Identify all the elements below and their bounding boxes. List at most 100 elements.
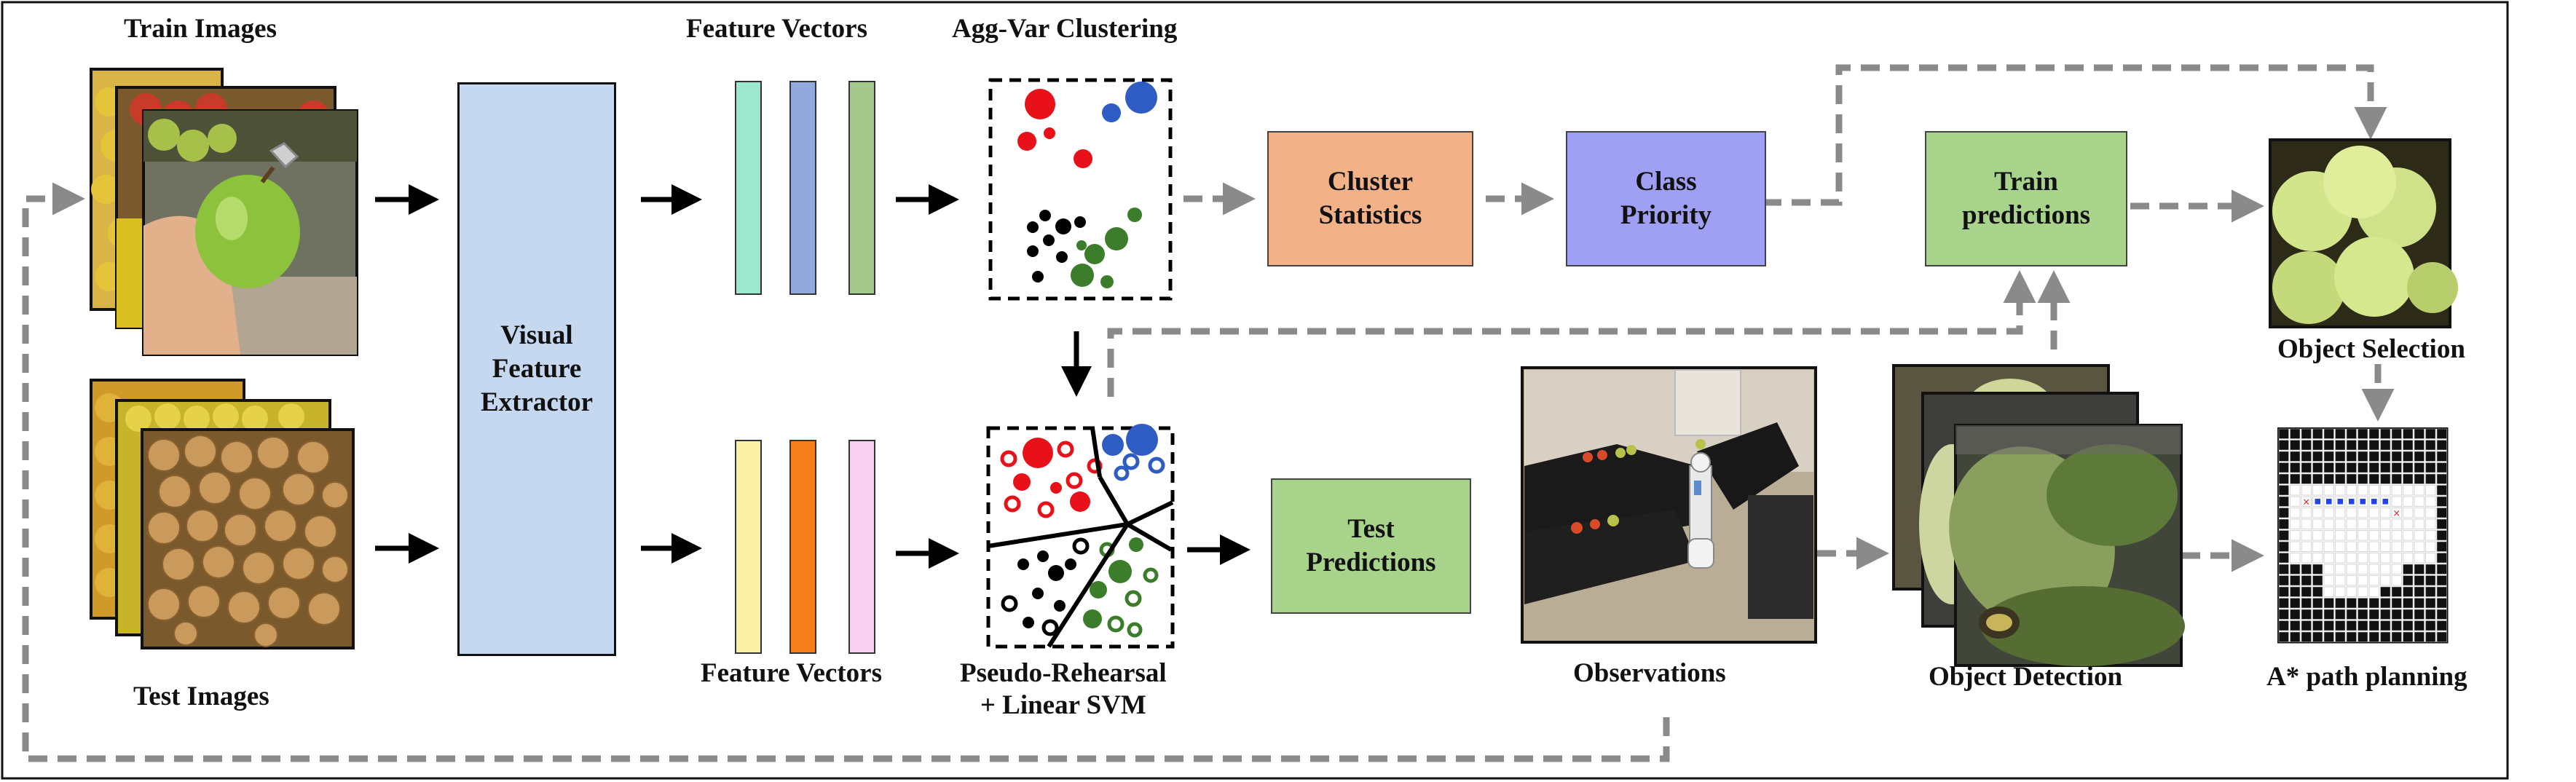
- grid-obstacle-cell: [2346, 620, 2357, 631]
- grid-free-cell: [2391, 485, 2402, 496]
- test-images-label: Test Images: [133, 682, 269, 711]
- grid-obstacle-cell: [2436, 620, 2447, 631]
- grid-obstacle-cell: [2312, 462, 2323, 473]
- train-predictions-box: Train predictions: [1925, 131, 2127, 266]
- grid-free-cell: [2346, 530, 2357, 541]
- grid-obstacle-cell: [2391, 428, 2402, 439]
- grid-free-cell: [2380, 575, 2391, 586]
- grid-free-cell: [2301, 553, 2312, 564]
- grid-obstacle-cell: [2368, 609, 2379, 620]
- grid-obstacle-cell: [2301, 609, 2312, 620]
- grid-obstacle-cell: [2391, 440, 2402, 451]
- grid-free-cell: [2290, 541, 2301, 552]
- grid-obstacle-cell: [2380, 586, 2391, 597]
- feature-vectors-bottom: [735, 440, 875, 654]
- grid-obstacle-cell: [2425, 586, 2436, 597]
- grid-obstacle-cell: [2436, 575, 2447, 586]
- grid-free-cell: [2414, 541, 2425, 552]
- grid-obstacle-cell: [2358, 631, 2368, 642]
- grid-free-cell: [2346, 553, 2357, 564]
- grid-free-cell: [2335, 507, 2346, 518]
- grid-obstacle-cell: [2403, 428, 2414, 439]
- grid-obstacle-cell: [2414, 451, 2425, 462]
- grid-obstacle-cell: [2335, 462, 2346, 473]
- grid-obstacle-cell: [2312, 586, 2323, 597]
- grid-obstacle-cell: [2346, 473, 2357, 484]
- observations-photo: [1521, 366, 1817, 644]
- grid-free-cell: [2335, 518, 2346, 529]
- grid-free-cell: [2403, 541, 2414, 552]
- dashed-arrows: [22, 64, 2395, 762]
- grid-free-cell: [2335, 485, 2346, 496]
- extractor-line1: Visual: [500, 320, 573, 350]
- visual-feature-extractor-box: Visual Feature Extractor: [457, 82, 616, 656]
- grid-free-cell: [2335, 575, 2346, 586]
- grid-free-cell: [2425, 496, 2436, 507]
- grid-obstacle-cell: [2335, 428, 2346, 439]
- feature-vectors-top: [735, 81, 875, 295]
- grid-obstacle-cell: [2414, 564, 2425, 574]
- grid-path-cell: [2315, 499, 2320, 505]
- train-predictions-line1: Train: [1994, 166, 2058, 197]
- grid-free-cell: [2403, 496, 2414, 507]
- grid-obstacle-cell: [2436, 518, 2447, 529]
- grid-free-cell: [2380, 564, 2391, 574]
- grid-obstacle-cell: [2436, 440, 2447, 451]
- grid-obstacle-cell: [2301, 428, 2312, 439]
- grid-obstacle-cell: [2346, 598, 2357, 609]
- grid-obstacle-cell: [2358, 473, 2368, 484]
- pseudo-rehearsal-label: Pseudo-Rehearsal + Linear SVM: [960, 657, 1167, 722]
- grid-obstacle-cell: [2380, 440, 2391, 451]
- grid-obstacle-cell: [2403, 586, 2414, 597]
- grid-free-cell: [2290, 485, 2301, 496]
- grid-obstacle-cell: [2380, 473, 2391, 484]
- grid-free-cell: [2346, 586, 2357, 597]
- grid-obstacle-cell: [2301, 575, 2312, 586]
- grid-free-cell: [2323, 485, 2334, 496]
- grid-obstacle-cell: [2403, 609, 2414, 620]
- grid-obstacle-cell: [2436, 609, 2447, 620]
- grid-obstacle-cell: [2358, 428, 2368, 439]
- grid-free-cell: [2335, 541, 2346, 552]
- grid-obstacle-cell: [2346, 462, 2357, 473]
- grid-obstacle-cell: [2403, 620, 2414, 631]
- grid-obstacle-cell: [2391, 462, 2402, 473]
- grid-obstacle-cell: [2301, 462, 2312, 473]
- grid-obstacle-cell: [2403, 451, 2414, 462]
- grid-obstacle-cell: [2312, 598, 2323, 609]
- grid-free-cell: [2368, 564, 2379, 574]
- grid-path-cell: [2326, 499, 2332, 505]
- grid-free-cell: [2290, 507, 2301, 518]
- object-detection-stack: [1892, 364, 2185, 667]
- grid-obstacle-cell: [2278, 428, 2289, 439]
- grid-obstacle-cell: [2380, 451, 2391, 462]
- grid-obstacle-cell: [2403, 440, 2414, 451]
- grid-free-cell: [2358, 586, 2368, 597]
- observations-label: Observations: [1573, 658, 1726, 688]
- grid-free-cell: [2290, 553, 2301, 564]
- grid-obstacle-cell: [2312, 620, 2323, 631]
- grid-obstacle-cell: [2358, 598, 2368, 609]
- grid-obstacle-cell: [2414, 631, 2425, 642]
- grid-obstacle-cell: [2335, 620, 2346, 631]
- grid-free-cell: [2391, 518, 2402, 529]
- grid-obstacle-cell: [2403, 631, 2414, 642]
- grid-obstacle-cell: [2380, 631, 2391, 642]
- grid-obstacle-cell: [2312, 575, 2323, 586]
- grid-free-cell: [2346, 507, 2357, 518]
- grid-obstacle-cell: [2368, 440, 2379, 451]
- grid-obstacle-cell: [2425, 575, 2436, 586]
- grid-free-cell: [2358, 530, 2368, 541]
- grid-obstacle-cell: [2368, 598, 2379, 609]
- grid-obstacle-cell: [2278, 586, 2289, 597]
- grid-obstacle-cell: [2346, 609, 2357, 620]
- grid-endpoint-marker: ×: [2392, 508, 2400, 519]
- grid-obstacle-cell: [2403, 462, 2414, 473]
- grid-free-cell: [2323, 530, 2334, 541]
- grid-obstacle-cell: [2436, 541, 2447, 552]
- grid-obstacle-cell: [2414, 575, 2425, 586]
- grid-free-cell: [2391, 541, 2402, 552]
- grid-obstacle-cell: [2312, 564, 2323, 574]
- grid-obstacle-cell: [2358, 609, 2368, 620]
- grid-obstacle-cell: [2436, 564, 2447, 574]
